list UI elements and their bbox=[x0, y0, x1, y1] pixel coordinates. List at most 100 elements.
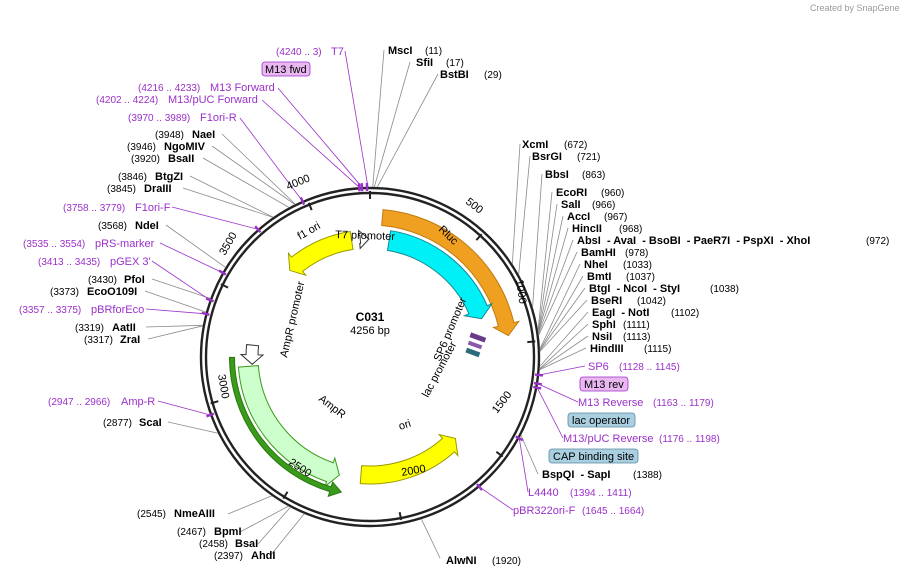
site-pos-bsrgI: (721) bbox=[577, 152, 600, 163]
primer-name-t7: T7 bbox=[331, 46, 344, 58]
site-name-zraI: ZraI bbox=[120, 334, 140, 346]
tick-label-500: 500 bbox=[463, 196, 485, 217]
primer-range-l4440: (1394 .. 1411) bbox=[570, 488, 632, 499]
site-name-bstbI: BstBI bbox=[440, 69, 469, 81]
site-name-alwnI: AlwNI bbox=[446, 555, 477, 567]
feature-label-t7-promoter: T7 promoter bbox=[335, 229, 396, 243]
site-name-sphI: SphI bbox=[592, 319, 616, 331]
leader-line-13 bbox=[539, 275, 584, 351]
box-m13-fwd bbox=[261, 61, 311, 77]
sites-top: MscI (11) SfiI (17) BstBI (29) bbox=[388, 45, 502, 81]
leader-line-3 bbox=[511, 143, 521, 265]
primer-mark-9 bbox=[534, 373, 544, 377]
leader-line-11 bbox=[538, 251, 578, 336]
leader-line-6 bbox=[537, 191, 553, 332]
primer-range-m13-reverse: (1163 .. 1179) bbox=[653, 398, 714, 409]
leader-line-14 bbox=[539, 287, 586, 351]
site-pos-ecorI: (960) bbox=[601, 188, 624, 199]
leader-line-30 bbox=[151, 278, 211, 299]
box-label-m13-fwd: M13 fwd bbox=[265, 64, 307, 76]
primer-name-pgex3: pGEX 3' bbox=[110, 256, 151, 268]
site-pos-bsaII: (3920) bbox=[131, 154, 160, 165]
box-lac-operator bbox=[567, 412, 636, 428]
box-m13-rev bbox=[579, 376, 629, 392]
tick-label-3000: 3000 bbox=[215, 373, 231, 399]
leader-line-8 bbox=[537, 215, 564, 333]
primer-mark-7 bbox=[201, 311, 210, 316]
site-name-ahdI: AhdI bbox=[251, 550, 275, 562]
site-name-bseRI: BseRI bbox=[591, 295, 622, 307]
primer-name-m13-reverse: M13 Reverse bbox=[578, 397, 643, 409]
site-pos-bpmI: (2467) bbox=[177, 527, 206, 538]
site-name-draIII: DraIII bbox=[144, 183, 172, 195]
primer-mark-2 bbox=[357, 183, 361, 192]
primer-mark-12 bbox=[515, 435, 524, 442]
site-name-notI-group: EagI - NotI bbox=[592, 307, 649, 319]
site-pos-nsiI: (1113) bbox=[623, 332, 650, 343]
primer-range-prs-marker: (3535 .. 3554) bbox=[23, 239, 85, 250]
leader-line-1 bbox=[373, 61, 411, 188]
site-name-nsiI: NsiI bbox=[592, 331, 612, 343]
box-label-m13-rev: M13 rev bbox=[584, 379, 624, 391]
primer-range-m13puc-forward: (4202 .. 4224) bbox=[96, 95, 158, 106]
site-name-mscI: MscI bbox=[388, 45, 412, 57]
site-pos-sphI: (1111) bbox=[623, 320, 650, 331]
site-pos-alwnI: (1920) bbox=[492, 556, 521, 567]
primer-mark-5 bbox=[218, 269, 227, 276]
site-name-styI-group: BtgI - NcoI - StyI bbox=[589, 283, 680, 295]
rluc-arrow bbox=[386, 230, 494, 320]
site-name-pfoI: PfoI bbox=[124, 274, 145, 286]
sites-bottom: AlwNI (1920) AhdI (2397) BsaI (2458) Bpm… bbox=[137, 508, 521, 567]
leader-line-39 bbox=[261, 99, 360, 188]
tick-label-1000: 1000 bbox=[513, 279, 528, 305]
leader-line-2 bbox=[376, 73, 439, 188]
feature-arrows bbox=[228, 209, 521, 498]
site-name-nheI: NheI bbox=[584, 259, 608, 271]
leader-line-32 bbox=[182, 187, 274, 218]
site-pos-nheI: (1033) bbox=[623, 260, 652, 271]
site-pos-bmtI: (1037) bbox=[626, 272, 655, 283]
tick-1000 bbox=[527, 340, 536, 344]
primer-range-pbrforeco: (3357 .. 3375) bbox=[19, 305, 81, 316]
site-name-aatII: AatII bbox=[112, 322, 136, 334]
primer-name-amp-r: Amp-R bbox=[121, 396, 155, 408]
site-pos-ngoMIV: (3946) bbox=[127, 142, 156, 153]
site-name-xcmI: XcmI bbox=[522, 139, 548, 151]
lac-operator-glyph bbox=[465, 332, 487, 358]
leader-line-20 bbox=[520, 435, 539, 475]
tick-label-2000: 2000 bbox=[400, 463, 426, 479]
site-pos-aatII: (3319) bbox=[75, 323, 104, 334]
leader-line-46 bbox=[538, 365, 586, 376]
leader-line-29 bbox=[144, 290, 207, 313]
box-label-lac-operator: lac operator bbox=[572, 415, 630, 427]
leader-line-21 bbox=[421, 518, 441, 559]
feature-boxes: M13 fwd M13 rev lac operator CAP binding… bbox=[261, 61, 639, 464]
primer-mark-11 bbox=[533, 385, 542, 390]
site-pos-bamhI: (978) bbox=[625, 248, 648, 259]
primer-name-m13puc-reverse: M13/pUC Reverse bbox=[563, 433, 653, 445]
leader-line-42 bbox=[159, 242, 223, 273]
tick-2500 bbox=[282, 491, 289, 500]
leader-line-34 bbox=[202, 157, 290, 208]
site-name-hindIII: HindIII bbox=[590, 343, 624, 355]
site-pos-scaI: (2877) bbox=[103, 418, 132, 429]
site-pos-btgZI: (3846) bbox=[118, 172, 147, 183]
primer-range-pbr322ori-f: (1645 .. 1664) bbox=[582, 506, 644, 517]
site-name-ngoMIV: NgoMIV bbox=[164, 141, 206, 153]
site-name-bsaII: BsaII bbox=[168, 153, 194, 165]
primer-mark-6 bbox=[205, 297, 215, 303]
site-name-nmeAIII: NmeAIII bbox=[174, 508, 215, 520]
leader-line-15 bbox=[539, 299, 588, 352]
feature-label-ampr-promoter: AmpR promoter bbox=[278, 280, 307, 359]
site-name-scaI: ScaI bbox=[139, 417, 162, 429]
site-name-bamhI: BamHI bbox=[581, 247, 616, 259]
primer-mark-10 bbox=[533, 381, 543, 386]
site-pos-accI: (967) bbox=[604, 212, 627, 223]
site-pos-mscI: (11) bbox=[425, 46, 442, 57]
primer-name-f1ori-f: F1ori-F bbox=[135, 202, 171, 214]
site-name-btgZI: BtgZI bbox=[155, 171, 183, 183]
primer-labels: (4240 .. 3) T7 (4216 .. 4233) M13 Forwar… bbox=[19, 46, 720, 517]
site-pos-salI: (966) bbox=[592, 200, 615, 211]
site-name-bsaI: BsaI bbox=[235, 538, 258, 550]
site-name-bpmI: BpmI bbox=[214, 526, 242, 538]
